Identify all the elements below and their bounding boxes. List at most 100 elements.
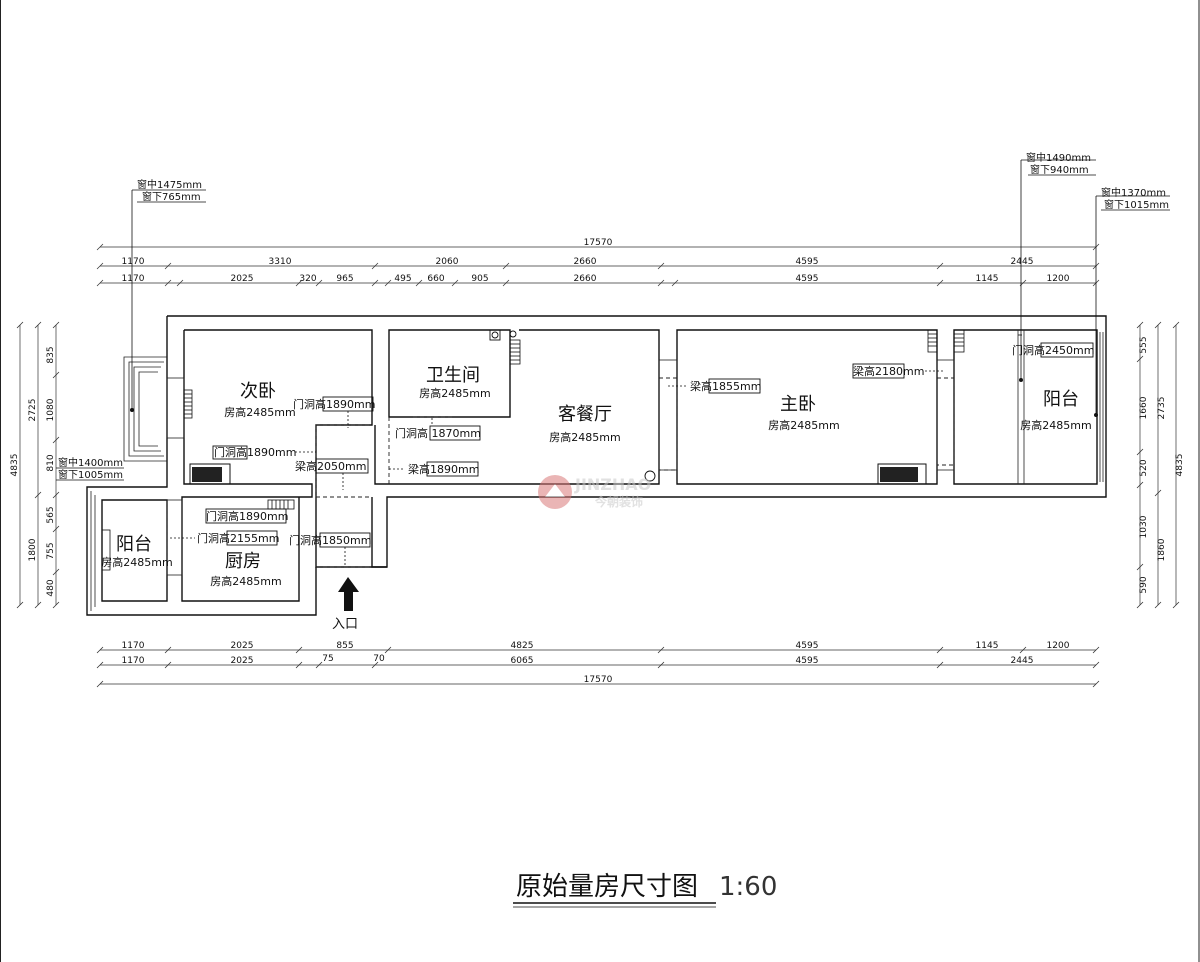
- watermark-sub: 今朝装饰: [594, 494, 643, 509]
- dim-left-r1: 2725: [28, 399, 38, 422]
- window-w2-low: 窗下1005mm: [58, 468, 123, 481]
- entrance: 入口: [332, 577, 359, 632]
- radiators: [101, 329, 965, 571]
- right-dimensions: 555 1660 520 1030 590 2735 1860 4835: [1136, 321, 1185, 609]
- dim-right-r1: 2735: [1157, 397, 1167, 420]
- dim-top-r2: 660: [427, 274, 444, 284]
- dim-top-r2: 1145: [976, 274, 999, 284]
- dim-bot-r1: 1145: [976, 641, 999, 651]
- watermark: JINZHAO 今朝装饰: [538, 475, 651, 509]
- dim-bot-r2: 2445: [1011, 656, 1034, 666]
- drawing-title: 原始量房尺寸图 1:60: [513, 872, 777, 908]
- room-height-second-bedroom: 房高2485mm: [224, 405, 295, 419]
- page-title: 原始量房尺寸图: [516, 872, 698, 902]
- dim-left-r2: 565: [46, 506, 56, 523]
- dim-top-r2: 2660: [574, 274, 597, 284]
- dim-bot-r2: 2025: [231, 656, 254, 666]
- room-labels: 次卧 房高2485mm 卫生间 房高2485mm 客餐厅 房高2485mm 主卧…: [101, 365, 1091, 588]
- window-w3-mid: 窗中1490mm: [1026, 151, 1091, 164]
- note-door-bath: 门洞高 1870mm: [395, 426, 481, 440]
- dim-right-r2: 590: [1139, 576, 1149, 593]
- dim-bot-r2: 75: [322, 654, 333, 664]
- dim-left-r2: 1080: [46, 398, 56, 421]
- dim-bot-r1: 1170: [122, 641, 145, 651]
- room-height-balcony-east: 房高2485mm: [1020, 418, 1091, 432]
- dim-left-r2: 480: [46, 579, 56, 596]
- dim-top-r2: 320: [299, 274, 316, 284]
- note-door-2b: 门洞高1890mm: [293, 397, 375, 411]
- note-door-kitchen-2: 门洞高2155mm: [197, 531, 279, 545]
- room-height-bathroom: 房高2485mm: [419, 386, 490, 400]
- dim-left-r1: 1800: [28, 538, 38, 561]
- window-notes: 窗中1475mm 窗下765mm 窗中1400mm 窗下1005mm 窗中149…: [56, 151, 1170, 481]
- note-beam-1890: 梁高1890mm: [408, 462, 479, 476]
- dim-bot-r2: 6065: [511, 656, 534, 666]
- room-name-second-bedroom: 次卧: [240, 381, 276, 402]
- room-name-master-bedroom: 主卧: [780, 394, 816, 415]
- dim-top-r2: 495: [394, 274, 411, 284]
- dim-right-r2: 555: [1139, 336, 1149, 353]
- entrance-label: 入口: [332, 617, 358, 632]
- window-w3-low: 窗下940mm: [1030, 163, 1089, 176]
- dim-top-r2: 905: [471, 274, 488, 284]
- note-beam-2180: 梁高2180mm: [853, 364, 924, 378]
- watermark-brand: JINZHAO: [574, 475, 651, 494]
- dim-bot-r2: 70: [373, 654, 385, 664]
- dim-top-r1: 2445: [1011, 257, 1034, 267]
- dim-top-r2: 2025: [231, 274, 254, 284]
- dim-left-r2: 755: [46, 542, 56, 559]
- dim-top-r1: 1170: [122, 257, 145, 267]
- dim-bot-r2: 1170: [122, 656, 145, 666]
- dim-top-r2: 1200: [1047, 274, 1070, 284]
- window-w4-mid: 窗中1370mm: [1101, 186, 1166, 199]
- room-name-balcony-east: 阳台: [1043, 389, 1079, 410]
- dim-bot-r1: 2025: [231, 641, 254, 651]
- entrance-arrow-icon: [338, 577, 359, 611]
- room-height-balcony-west: 房高2485mm: [101, 555, 172, 569]
- note-beam-2050: 梁高2050mm: [295, 459, 366, 473]
- window-w2-mid: 窗中1400mm: [58, 456, 123, 469]
- note-door-entry: 门洞高1850mm: [289, 533, 371, 547]
- dim-top-r1: 3310: [269, 257, 292, 267]
- note-door-2b-left: 门洞高1890mm: [214, 445, 296, 459]
- dim-left-r2: 810: [46, 454, 56, 471]
- room-name-balcony-west: 阳台: [116, 534, 152, 555]
- bottom-dimensions: 1170 2025 855 4825 4595 1145 1200 1170 2…: [96, 641, 1100, 688]
- dim-right-r1: 1860: [1157, 538, 1167, 561]
- dim-right-r2: 520: [1139, 459, 1149, 476]
- dim-right-r2: 1660: [1139, 396, 1149, 419]
- dim-bot-r1: 4595: [796, 641, 819, 651]
- top-dimensions: 17570 1170 3310 2060 2660 4595 2445 1170…: [96, 238, 1100, 287]
- dim-right-r2: 1030: [1139, 515, 1149, 538]
- window-w1-low: 窗下765mm: [142, 190, 201, 203]
- ac-units: [189, 463, 927, 485]
- pipes: [489, 329, 656, 482]
- dim-top-r1: 2060: [436, 257, 459, 267]
- room-height-living-dining: 房高2485mm: [549, 430, 620, 444]
- dim-bot-r2: 4595: [796, 656, 819, 666]
- dim-top-total: 17570: [584, 238, 613, 248]
- room-name-kitchen: 厨房: [225, 551, 261, 572]
- dim-top-r2: 1170: [122, 274, 145, 284]
- window-w4-low: 窗下1015mm: [1104, 198, 1169, 211]
- dim-left-r2: 835: [46, 346, 56, 363]
- dim-top-r2: 965: [336, 274, 353, 284]
- room-name-living-dining: 客餐厅: [558, 404, 612, 425]
- note-door-balcony-east: 门洞高2450mm: [1012, 343, 1094, 357]
- height-notes: 门洞高1890mm 门洞高1890mm 梁高2050mm 门洞高 1870mm …: [170, 342, 1094, 567]
- window-w1-mid: 窗中1475mm: [137, 178, 202, 191]
- dim-top-r1: 2660: [574, 257, 597, 267]
- note-beam-1855: 梁高1855mm: [690, 379, 761, 393]
- dim-bot-r1: 1200: [1047, 641, 1070, 651]
- dim-top-r2: 4595: [796, 274, 819, 284]
- left-dimensions: 4835 2725 1800 835 1080 810 565 755 480: [10, 321, 60, 609]
- room-height-kitchen: 房高2485mm: [210, 574, 281, 588]
- dim-bot-r1: 4825: [511, 641, 534, 651]
- dim-bot-r1: 855: [336, 641, 353, 651]
- dim-bot-total: 17570: [584, 675, 613, 685]
- dim-right-total: 4835: [1175, 454, 1185, 477]
- room-name-bathroom: 卫生间: [426, 365, 480, 386]
- dim-top-r1: 4595: [796, 257, 819, 267]
- drawing-scale: 1:60: [719, 872, 777, 902]
